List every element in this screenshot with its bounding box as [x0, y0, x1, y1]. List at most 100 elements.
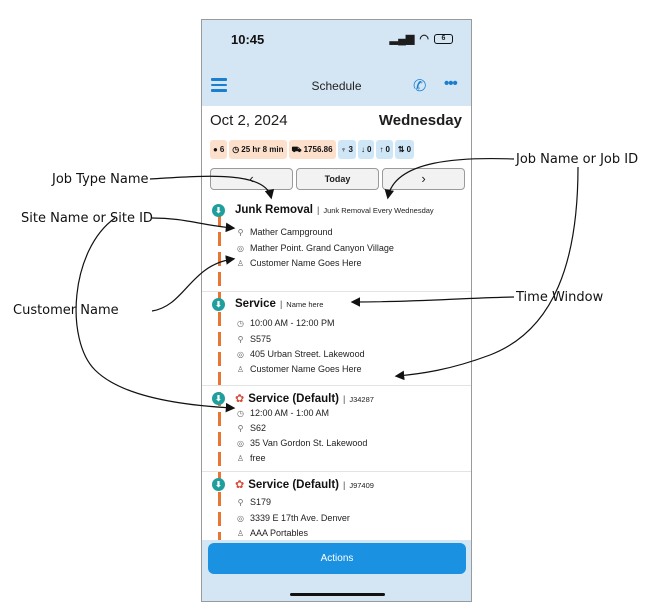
- more-dots-icon[interactable]: •••: [444, 75, 458, 92]
- customer-row: ♙ Customer Name Goes Here: [236, 258, 362, 268]
- day-navigation: ‹ Today ›: [210, 168, 466, 190]
- job-type: Junk Removal: [235, 204, 313, 216]
- site-row: ⚲ S179: [236, 497, 271, 507]
- stop-pin-icon: ⬇: [212, 478, 225, 491]
- site-name: S179: [250, 497, 272, 507]
- person-icon: ♙: [236, 453, 245, 463]
- clock-icon: ◷: [237, 408, 244, 418]
- status-bar: 10:45 ▂▄▆ ◠ 6: [202, 20, 471, 66]
- stop-pin-icon: ⬇: [212, 204, 225, 217]
- site-pin-icon: ⚲: [237, 423, 244, 433]
- address-row: ◎ 405 Urban Street. Lakewood: [236, 349, 365, 359]
- location-icon: ◎: [237, 243, 244, 253]
- location-icon: ◎: [237, 349, 244, 359]
- address: 3339 E 17th Ave. Denver: [250, 513, 350, 523]
- stat-service: ♆3: [337, 140, 356, 159]
- site-row: ⚲ S575: [236, 334, 271, 344]
- job-card[interactable]: ⬇ Junk Removal | Junk Removal Every Wedn…: [202, 198, 471, 292]
- stat-value: 3: [348, 145, 353, 154]
- stat-value: 6: [219, 145, 225, 154]
- swap-icon: ⇅: [397, 145, 405, 154]
- annotation-customer-name: Customer Name: [13, 303, 119, 318]
- site-row: ⚲Mather Campground: [236, 227, 333, 237]
- home-indicator: [290, 593, 385, 596]
- site-pin-icon: ⚲: [237, 334, 244, 344]
- job-name: J34287: [349, 395, 374, 404]
- address: 405 Urban Street. Lakewood: [250, 349, 365, 359]
- annotation-job-name: Job Name or Job ID: [516, 152, 639, 167]
- separator: |: [316, 205, 320, 215]
- actions-button[interactable]: Actions: [208, 543, 466, 574]
- stat-value: 1756.86: [303, 145, 333, 154]
- job-header: Junk Removal | Junk Removal Every Wednes…: [235, 204, 434, 216]
- customer-name: free: [250, 453, 266, 463]
- clock-icon: ◷: [232, 145, 240, 154]
- location-icon: ◎: [237, 513, 244, 523]
- person-icon: ♙: [236, 364, 245, 374]
- customer-row: ♙ free: [236, 453, 266, 463]
- battery-icon: 6: [434, 33, 453, 44]
- job-card[interactable]: ⬇ Service | Name here ◷10:00 AM - 12:00 …: [202, 292, 471, 386]
- address-row: ◎35 Van Gordon St. Lakewood: [236, 438, 367, 448]
- separator: |: [342, 394, 346, 404]
- location-icon: ◎: [237, 438, 244, 448]
- previous-day-button[interactable]: ‹: [210, 168, 293, 190]
- today-button[interactable]: Today: [296, 168, 379, 190]
- date-row: Oct 2, 2024 Wednesday: [202, 106, 471, 136]
- customer-name: Customer Name Goes Here: [250, 258, 362, 268]
- signal-icon: ▂▄▆: [389, 33, 415, 45]
- site-name: S62: [250, 423, 267, 433]
- wifi-icon: ◠: [419, 33, 429, 45]
- site-name: Mather Campground: [250, 227, 333, 237]
- customer-row: ♙ AAA Portables: [236, 528, 308, 538]
- mushroom-icon: ✿: [235, 393, 245, 405]
- stop-pin-icon: ⬇: [212, 298, 225, 311]
- job-type: Service (Default): [248, 393, 339, 405]
- customer-name: Customer Name Goes Here: [250, 364, 362, 374]
- next-day-button[interactable]: ›: [382, 168, 465, 190]
- annotation-job-type-name: Job Type Name: [52, 172, 149, 187]
- job-card[interactable]: ⬇ ✿ Service (Default) | J34287 ◷ 12:00 AM…: [202, 386, 471, 472]
- stat-swap: ⇅0: [394, 140, 415, 159]
- time-row: ◷10:00 AM - 12:00 PM: [236, 318, 335, 328]
- job-header: ✿ Service (Default) | J34287: [235, 392, 374, 405]
- person-icon: ♙: [236, 528, 245, 538]
- truck-icon: ⛟: [291, 144, 302, 154]
- job-list[interactable]: ⬇ Junk Removal | Junk Removal Every Wedn…: [202, 198, 471, 543]
- job-card[interactable]: ⬇ ✿ Service (Default) | J97409 ⚲ S179 ◎ 33…: [202, 472, 471, 543]
- annotation-time-window: Time Window: [516, 290, 604, 305]
- mushroom-icon: ✿: [235, 479, 245, 491]
- annotation-site-name: Site Name or Site ID: [21, 211, 153, 226]
- stop-pin-icon: ⬇: [212, 392, 225, 405]
- separator: |: [279, 299, 283, 309]
- job-type: Service (Default): [248, 479, 339, 491]
- clock-icon: ◷: [237, 318, 244, 328]
- job-header: ✿ Service (Default) | J97409: [235, 478, 374, 491]
- stat-value: 0: [385, 145, 390, 154]
- customer-row: ♙ Customer Name Goes Here: [236, 364, 362, 374]
- phone-icon[interactable]: ✆: [413, 78, 427, 95]
- hamburger-icon[interactable]: [211, 78, 227, 92]
- dot-icon: ●: [213, 145, 218, 154]
- stat-pickup: ↑0: [376, 140, 393, 159]
- page-title: Schedule: [311, 79, 362, 93]
- job-name: J97409: [349, 481, 374, 490]
- phone-screen: 10:45 ▂▄▆ ◠ 6 Schedule ✆ ••• Oct 2, 2024…: [201, 19, 472, 602]
- time-window: 12:00 AM - 1:00 AM: [250, 408, 330, 418]
- job-name: Name here: [286, 300, 324, 309]
- arrow-up-icon: ↑: [379, 145, 384, 154]
- person-icon: ♙: [236, 258, 245, 268]
- site-pin-icon: ⚲: [237, 497, 244, 507]
- stat-distance: ⛟1756.86: [288, 140, 336, 159]
- stat-dropoff: ↓0: [357, 140, 375, 159]
- job-type: Service: [235, 298, 276, 310]
- customer-name: AAA Portables: [250, 528, 309, 538]
- site-name: S575: [250, 334, 272, 344]
- nav-bar: Schedule ✆ •••: [202, 66, 471, 106]
- separator: |: [342, 480, 346, 490]
- date-label: Oct 2, 2024: [210, 112, 288, 129]
- arrow-down-icon: ↓: [360, 145, 365, 154]
- stat-value: 0: [366, 145, 372, 154]
- job-name: Junk Removal Every Wednesday: [323, 206, 434, 215]
- status-icons: ▂▄▆ ◠ 6: [390, 32, 453, 45]
